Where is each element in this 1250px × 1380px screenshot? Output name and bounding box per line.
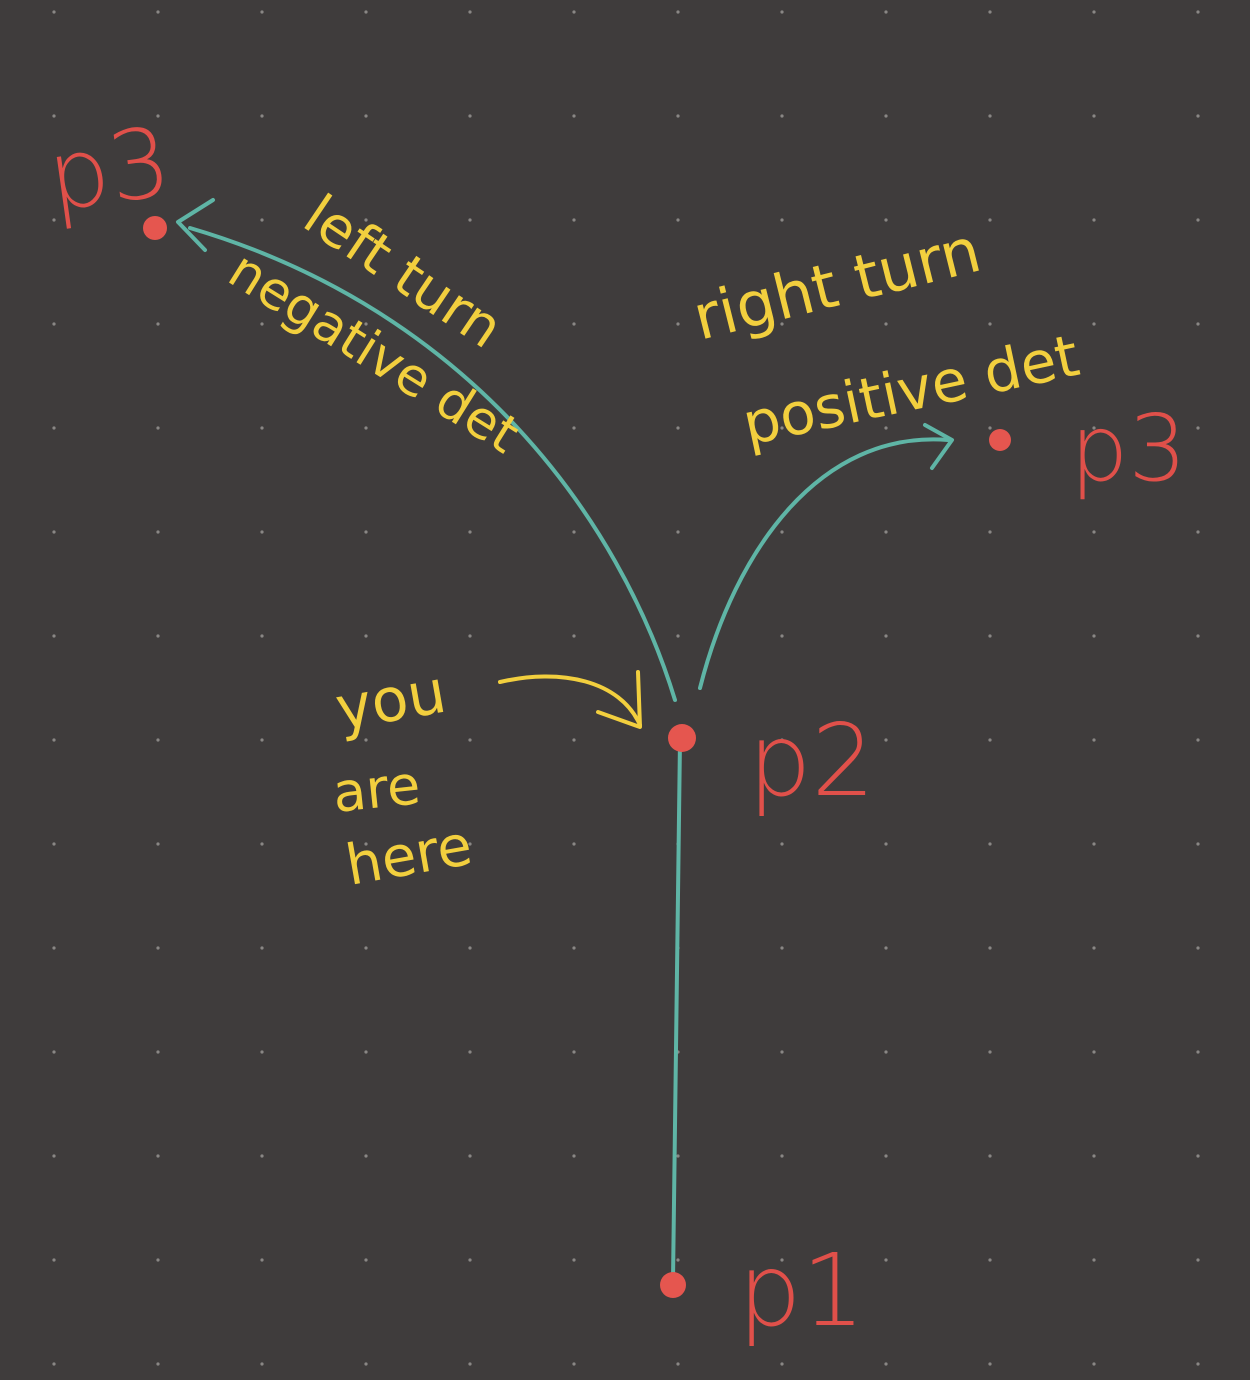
point-p3-left xyxy=(143,216,167,240)
label-p1: p1 xyxy=(738,1232,865,1349)
label-p3-left: p3 xyxy=(41,105,177,233)
point-p2 xyxy=(668,724,696,752)
you-are-here-arrow xyxy=(498,670,642,729)
left-turn-curve xyxy=(188,226,677,702)
right-arrowhead xyxy=(923,423,954,470)
left-arrowhead xyxy=(176,198,215,252)
path-lines xyxy=(176,198,954,1282)
label-p2: p2 xyxy=(748,702,875,819)
point-p3-right xyxy=(989,429,1011,451)
annotation-are: are xyxy=(330,753,423,825)
point-p1 xyxy=(660,1272,686,1298)
label-p3-right: p3 xyxy=(1070,395,1187,502)
segment-p1-p2 xyxy=(671,738,682,1282)
right-turn-curve xyxy=(698,437,950,690)
points xyxy=(143,216,1011,1298)
